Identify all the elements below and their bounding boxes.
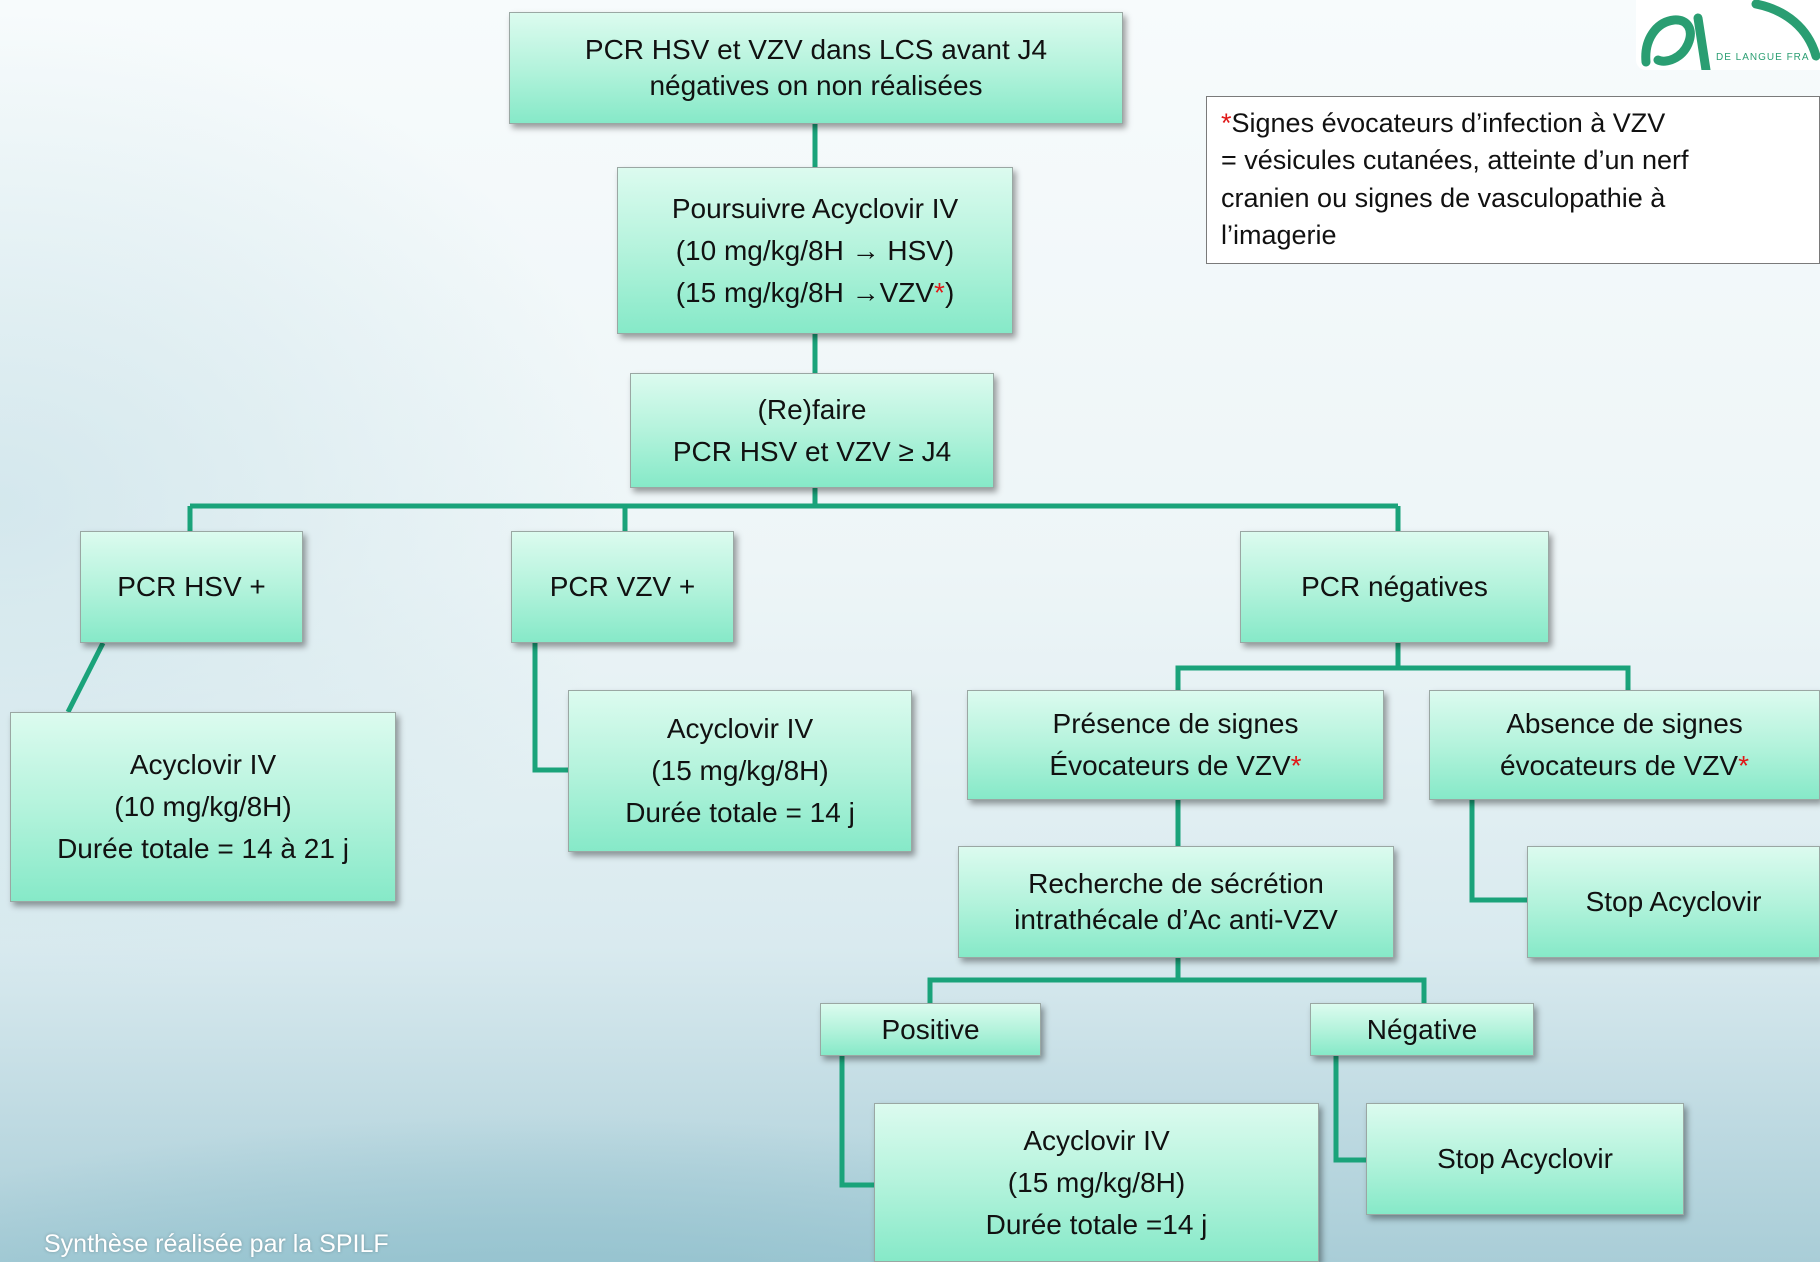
final-treatment-line-2: (15 mg/kg/8H) (1007, 1166, 1186, 1198)
footnote-box: *Signes évocateurs d’infection à VZV = v… (1206, 96, 1820, 264)
recherche-line-1: Recherche de sécrétion (1028, 867, 1324, 899)
absence-line-2-text: évocateurs de VZV (1499, 750, 1739, 781)
logo-emblem: DE LANGUE FRA (1641, 0, 1820, 70)
vzv-treatment-line-1: Acyclovir IV (666, 713, 814, 744)
absence-line-2: évocateurs de VZV* (1500, 745, 1749, 787)
box-stop-acyclovir-1: Stop Acyclovir (1527, 846, 1820, 958)
box-absence-signes: Absence de signes évocateurs de VZV* (1429, 690, 1820, 800)
absence-line-1: Absence de signes (1506, 708, 1743, 739)
final-treatment-line-3: Durée totale =14 j (985, 1208, 1208, 1240)
box-positive: Positive (820, 1003, 1041, 1056)
note-line-3: cranien ou signes de vasculopathie à (1221, 182, 1666, 213)
stop-2-label: Stop Acyclovir (1437, 1143, 1613, 1174)
vzv-treatment-line-2: (15 mg/kg/8H) (651, 755, 829, 786)
asterisk-marker: * (1290, 750, 1302, 781)
box-pcr-hsv-positive: PCR HSV + (80, 531, 303, 643)
vzv-treatment-line-3: Durée totale = 14 j (625, 797, 855, 828)
box-refaire-pcr: (Re)faire PCR HSV et VZV ≥ J4 (630, 373, 994, 488)
box-pcr-initial: PCR HSV et VZV dans LCS avant J4 négativ… (509, 12, 1123, 124)
poursuivre-line-2: (10 mg/kg/8H → HSV) (675, 234, 955, 266)
note-line-1-text: Signes évocateurs d’infection à VZV (1231, 108, 1666, 138)
refaire-line-2: PCR HSV et VZV ≥ J4 (673, 431, 951, 473)
final-treatment-line-1: Acyclovir IV (1023, 1124, 1170, 1156)
note-line-4: l’imagerie (1221, 219, 1337, 250)
note-line-2: = vésicules cutanées, atteinte d’un nerf (1221, 145, 1689, 176)
box-poursuivre-acyclovir: Poursuivre Acyclovir IV (10 mg/kg/8H → H… (617, 167, 1013, 334)
box-pcr-vzv-positive: PCR VZV + (511, 531, 734, 643)
negative-label: Négative (1366, 1013, 1478, 1045)
box-negative: Négative (1310, 1003, 1534, 1056)
positive-label: Positive (881, 1013, 980, 1045)
asterisk-marker: * (1221, 108, 1232, 138)
footer-credit: Synthèse réalisée par la SPILF (44, 1230, 389, 1258)
presence-line-2-text: Évocateurs de VZV (1049, 750, 1291, 781)
pcr-initial-line-1: PCR HSV et VZV dans LCS avant J4 (584, 33, 1048, 65)
pcr-neg-label: PCR négatives (1301, 571, 1488, 602)
pcr-vzv-label: PCR VZV + (549, 571, 696, 602)
poursuivre-line-3: (15 mg/kg/8H →VZV*) (676, 272, 955, 314)
box-hsv-treatment: Acyclovir IV (10 mg/kg/8H) Durée totale … (10, 712, 396, 902)
box-final-treatment: Acyclovir IV (15 mg/kg/8H) Durée totale … (874, 1103, 1319, 1262)
refaire-line-1: (Re)faire (757, 393, 867, 425)
note-line-1: *Signes évocateurs d’infection à VZV (1221, 105, 1805, 142)
box-vzv-treatment: Acyclovir IV (15 mg/kg/8H) Durée totale … (568, 690, 912, 852)
poursuivre-line-3-text: (15 mg/kg/8H →VZV (675, 276, 935, 308)
poursuivre-line-1: Poursuivre Acyclovir IV (671, 192, 959, 224)
society-logo: DE LANGUE FRA (1636, 0, 1820, 70)
presence-line-2: Évocateurs de VZV* (1049, 745, 1301, 787)
hsv-treatment-line-2: (10 mg/kg/8H) (114, 791, 292, 822)
greater-or-equal-symbol: ≥ (898, 435, 914, 467)
refaire-line-2-text: PCR HSV et VZV (672, 435, 899, 467)
recherche-line-2: intrathécale d’Ac anti-VZV (1014, 904, 1338, 935)
pcr-hsv-label: PCR HSV + (117, 571, 266, 602)
refaire-line-2-end: J4 (913, 435, 952, 467)
pcr-initial-line-2: négatives on non réalisées (649, 70, 983, 101)
box-recherche-secretion: Recherche de sécrétion intrathécale d’Ac… (958, 846, 1394, 958)
poursuivre-line-3-end: ) (944, 276, 955, 308)
hsv-treatment-line-3: Durée totale = 14 à 21 j (57, 833, 349, 864)
logo-text: DE LANGUE FRA (1716, 52, 1810, 63)
hsv-treatment-line-1: Acyclovir IV (129, 749, 277, 780)
stop-1-label: Stop Acyclovir (1585, 886, 1762, 917)
box-stop-acyclovir-2: Stop Acyclovir (1366, 1103, 1684, 1215)
box-pcr-negatives: PCR négatives (1240, 531, 1549, 643)
asterisk-marker: * (1738, 750, 1750, 781)
box-presence-signes: Présence de signes Évocateurs de VZV* (967, 690, 1384, 800)
asterisk-marker: * (934, 276, 945, 308)
presence-line-1: Présence de signes (1052, 708, 1299, 739)
